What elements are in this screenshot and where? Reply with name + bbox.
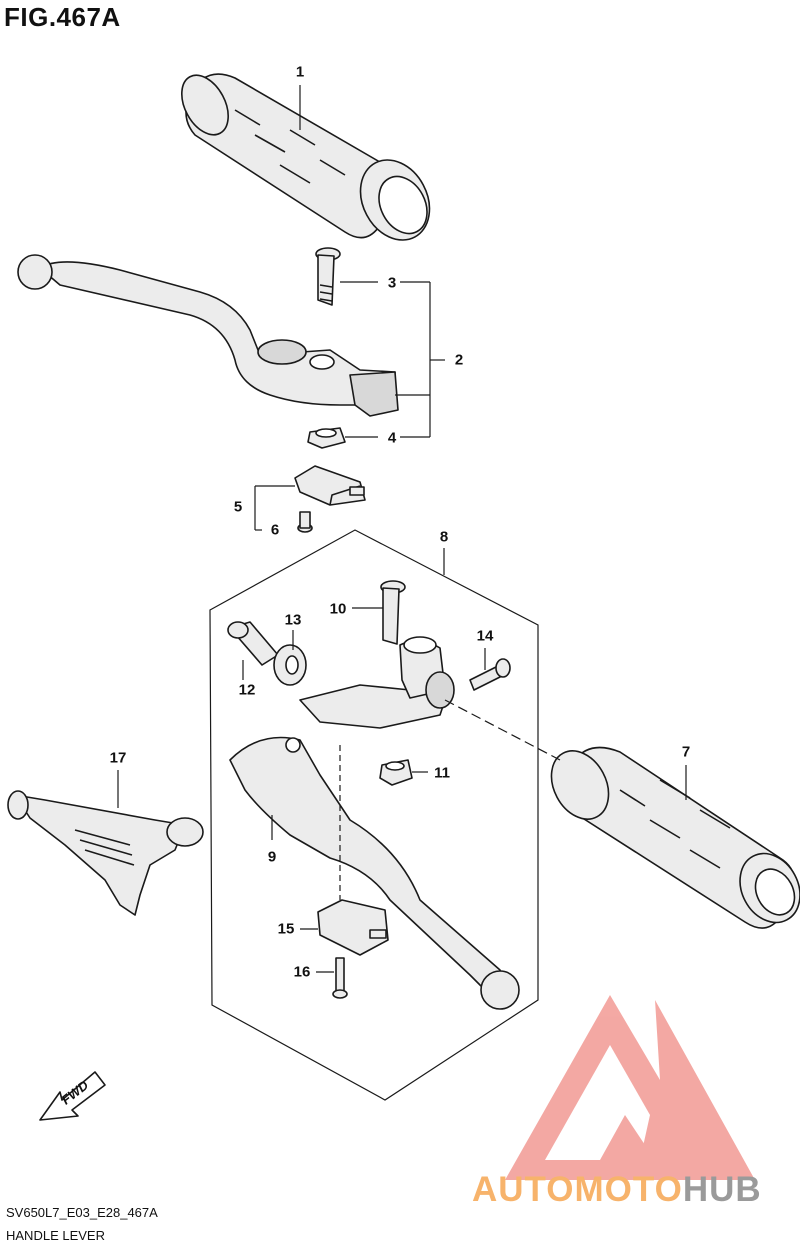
callout-8: 8 [439,528,449,546]
watermark-part1: AUTOMOTO [472,1170,683,1209]
callout-6: 6 [270,521,280,539]
clip [273,644,307,686]
nut-upper [307,427,346,449]
footer-code: SV650L7_E03_E28_467A [6,1205,158,1220]
callout-16: 16 [293,963,311,981]
watermark-text: AUTOMOTOHUB [472,1170,762,1210]
footer-caption: HANDLE LEVER [6,1228,105,1243]
screw-lower [332,957,348,999]
callout-12: 12 [238,681,256,699]
lever-guard [7,790,204,916]
fwd-arrow-icon [39,1071,106,1121]
clutch-lever [229,736,520,1010]
callout-9: 9 [267,848,277,866]
callout-3: 3 [387,274,397,292]
watermark-logo [505,995,755,1180]
adjuster-bolt [227,621,279,666]
callout-4: 4 [387,429,397,447]
switch-lower [317,899,389,956]
callout-14: 14 [476,627,494,645]
nut-lower [379,759,413,786]
figure-title: FIG.467A [4,2,121,32]
callout-2: 2 [454,351,464,369]
callout-1: 1 [295,63,305,81]
clamp-bolt [469,658,511,691]
callout-10: 10 [329,600,347,618]
watermark-part2: HUB [682,1170,762,1209]
callout-15: 15 [277,920,295,938]
callout-11: 11 [434,764,450,782]
brake-lever-upper [17,254,399,417]
callout-13: 13 [284,611,302,629]
callout-5: 5 [233,498,243,516]
screw-upper [297,511,313,533]
callout-7: 7 [681,743,691,761]
grip-right [550,746,800,929]
switch-upper [294,465,366,506]
clutch-bracket [299,636,455,729]
pivot-bolt-lower [380,580,406,645]
pivot-bolt-upper [315,247,341,306]
callout-17: 17 [109,749,127,767]
grip-upper [181,73,431,241]
